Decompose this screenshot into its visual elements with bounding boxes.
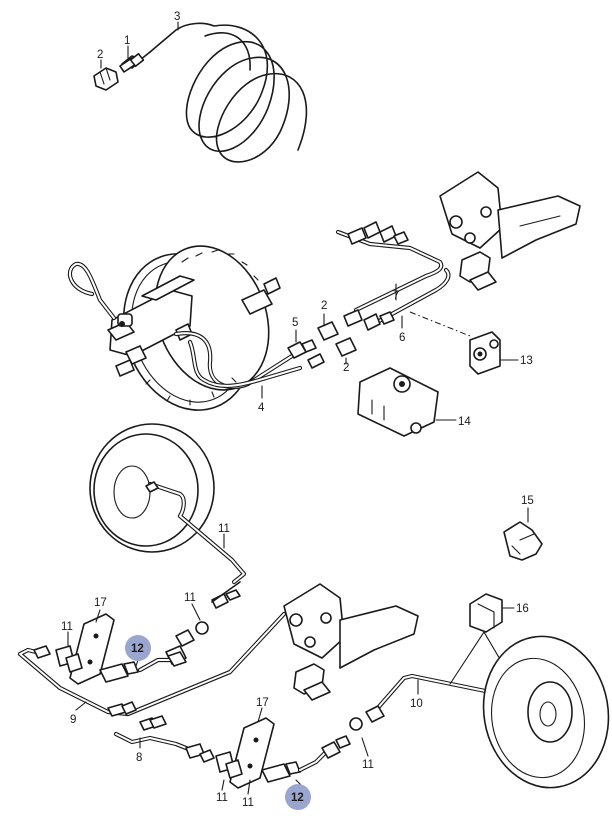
bracket-13 [469, 331, 501, 375]
callout-2-mid2: 2 [343, 362, 349, 374]
callout-12-b: 12 [291, 792, 304, 804]
callout-4: 4 [258, 402, 265, 414]
callout-14: 14 [458, 416, 471, 428]
callout-16: 16 [516, 603, 529, 615]
master-cylinder [107, 275, 195, 377]
callout-labels: 3 2 1 7 2 5 6 2 13 4 14 15 11 11 17 11 1… [61, 11, 534, 810]
brake-line-9 [17, 611, 287, 717]
rear-wheel [482, 635, 610, 789]
callout-6: 6 [399, 332, 405, 344]
callout-11-c: 11 [61, 621, 73, 633]
dashdot-upper [409, 311, 471, 337]
callout-9: 9 [70, 714, 76, 726]
brake-line-8 [113, 715, 215, 763]
clip-15 [503, 521, 543, 561]
bracket-16 [469, 593, 503, 633]
leader-11-e [361, 737, 369, 757]
line-to-regulator-lower [211, 581, 241, 603]
leader-11-d [221, 779, 225, 791]
fittings-middle [287, 221, 409, 369]
callout-8: 8 [136, 752, 142, 764]
callout-17-a: 17 [94, 597, 107, 609]
callout-11-a: 11 [218, 523, 230, 535]
callout-11-e: 11 [362, 759, 374, 771]
leader-17-b [257, 707, 263, 723]
distribution-block-14 [357, 367, 439, 437]
callout-3: 3 [174, 11, 180, 23]
callout-13: 13 [520, 355, 533, 367]
hose-12-left [99, 651, 187, 683]
leader-17-a [95, 609, 101, 623]
bracket-17-left [55, 613, 115, 685]
callout-12-highlight-a [125, 635, 151, 661]
callout-10: 10 [410, 698, 423, 710]
callout-15: 15 [521, 495, 534, 507]
coiled-brake-line [139, 22, 308, 163]
callout-11-b: 11 [184, 592, 196, 604]
pressure-regulator-lower [283, 583, 419, 701]
callout-12-highlight-b [285, 784, 311, 810]
callout-2-top: 2 [97, 49, 103, 61]
callout-11-f: 11 [242, 797, 254, 809]
bracket-17-bottom [215, 717, 275, 789]
leader-12-a [135, 659, 139, 667]
leader-11-b [191, 603, 201, 621]
callout-12-a: 12 [131, 643, 144, 655]
fitting-2 [93, 67, 119, 91]
callout-1-top: 1 [124, 35, 130, 47]
callout-7: 7 [393, 290, 399, 302]
callout-2-mid: 2 [321, 300, 327, 312]
callout-5: 5 [292, 317, 298, 329]
union-nut-1 [119, 52, 145, 73]
callout-11-d: 11 [216, 792, 228, 804]
callout-17-b: 17 [256, 697, 269, 709]
brake-hose-front [145, 481, 247, 585]
brake-line-7 [335, 229, 451, 329]
pressure-regulator-upper [439, 171, 581, 291]
leader-9 [75, 701, 87, 711]
brake-pipes-master [67, 261, 303, 390]
leader-11-f [247, 779, 251, 795]
hose-12-bottom [261, 717, 363, 783]
